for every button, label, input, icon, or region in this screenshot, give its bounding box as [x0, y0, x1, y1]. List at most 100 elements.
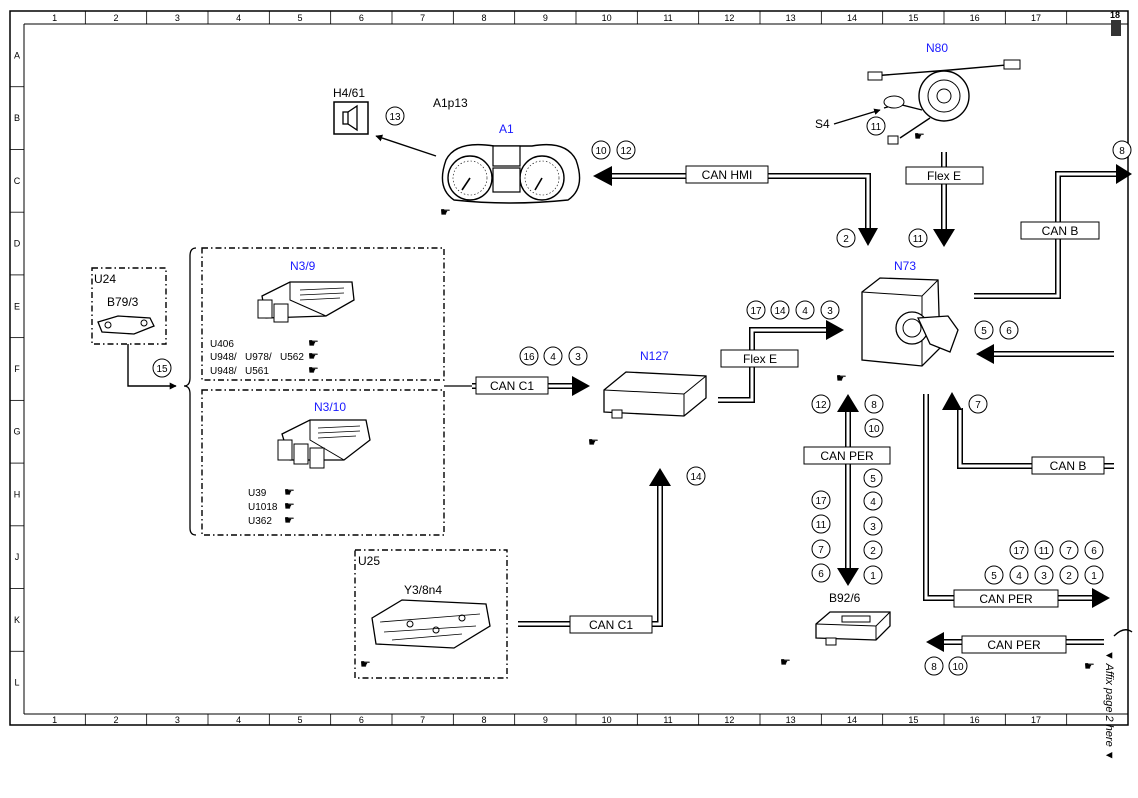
svg-text:2: 2 — [1066, 571, 1072, 582]
row-label: H — [14, 489, 21, 499]
column-label: 17 — [1031, 13, 1041, 23]
code-u978: U978/ — [245, 352, 272, 363]
info-hand-icon: ☛ — [284, 485, 295, 499]
can-per-bottom-label: CAN PER — [987, 638, 1041, 652]
column-label: 11 — [663, 715, 672, 725]
info-hand-icon: ☛ — [360, 657, 371, 671]
column-label: 10 — [602, 715, 612, 725]
svg-text:17: 17 — [1013, 546, 1025, 557]
u24-group-box — [91, 267, 167, 345]
code-u948-a: U948/ — [210, 352, 237, 363]
n73-label: N73 — [894, 259, 916, 273]
can-per-right-box — [953, 589, 1059, 608]
column-label: 13 — [786, 13, 796, 23]
row-label: K — [14, 615, 20, 625]
transmission-ecu-n3-10[interactable] — [277, 419, 371, 469]
info-hand-icon: ☛ — [836, 371, 847, 385]
svg-text:4: 4 — [1016, 571, 1022, 582]
column-label: 15 — [908, 13, 918, 23]
affix-page-note: ▼ Affix page 2 here ▼ — [1103, 650, 1115, 761]
group-brace — [183, 247, 197, 536]
svg-text:2: 2 — [843, 234, 849, 245]
column-label: 11 — [663, 13, 672, 23]
can-hmi-label: CAN HMI — [702, 168, 753, 182]
flex-e-arrow-down — [933, 229, 955, 247]
column-label: 8 — [481, 13, 486, 23]
svg-text:17: 17 — [815, 496, 827, 507]
column-label: 7 — [420, 13, 425, 23]
sensor-b79-3[interactable] — [97, 315, 155, 335]
can-b-right-box — [1020, 221, 1100, 240]
column-label: 7 — [420, 715, 425, 725]
flex-e-top-box — [905, 166, 984, 185]
u25-group-box — [354, 549, 508, 679]
column-label: 9 — [543, 13, 548, 23]
row-label: B — [14, 113, 20, 123]
powertrain-module-n127[interactable] — [603, 371, 707, 419]
svg-text:11: 11 — [871, 122, 882, 133]
code-u948-b: U948/ — [210, 366, 237, 377]
info-hand-icon: ☛ — [588, 435, 599, 449]
row-label: G — [13, 427, 20, 437]
row-label: C — [14, 176, 21, 186]
row-ticks — [10, 86, 24, 652]
n3-10-label: N3/10 — [314, 400, 346, 414]
column-ticks — [84, 11, 1068, 725]
svg-text:6: 6 — [1006, 326, 1012, 337]
column-label: 14 — [847, 13, 857, 23]
cluster-display — [492, 145, 521, 167]
instrument-cluster-a1[interactable]: A1p13 A1 — [433, 96, 581, 204]
s4-label: S4 — [815, 117, 830, 131]
svg-text:8: 8 — [1119, 146, 1125, 157]
row-label: J — [15, 552, 20, 562]
info-hand-icon: ☛ — [780, 655, 791, 669]
module-b92-6[interactable] — [815, 611, 891, 646]
column-label: 3 — [175, 715, 180, 725]
can-hmi-label-box — [685, 165, 769, 184]
svg-text:14: 14 — [774, 306, 786, 317]
row-label: L — [14, 678, 19, 688]
svg-text:8: 8 — [931, 662, 937, 673]
column-label: 8 — [481, 715, 486, 725]
can-hmi-line — [600, 173, 871, 228]
svg-text:3: 3 — [1041, 571, 1047, 582]
a1p13-label: A1p13 — [433, 96, 468, 110]
svg-text:2: 2 — [870, 546, 876, 557]
svg-text:1: 1 — [1091, 571, 1097, 582]
ignition-switch-n73[interactable] — [861, 277, 959, 367]
column-label: 1 — [52, 715, 57, 725]
valve-body-y3-8n4[interactable] — [371, 599, 491, 649]
column-label: 10 — [602, 13, 612, 23]
svg-text:10: 10 — [952, 662, 964, 673]
can-hmi-arrow-left — [593, 166, 612, 186]
svg-text:10: 10 — [868, 424, 880, 435]
info-hand-icon: ☛ — [308, 336, 319, 350]
info-hand-icon: ☛ — [914, 129, 925, 143]
column-label: 17 — [1031, 715, 1041, 725]
steering-module-n80[interactable]: N80 — [867, 41, 1021, 145]
can-c1-mid-box — [475, 376, 549, 395]
n127-label: N127 — [640, 349, 669, 363]
code-u406: U406 — [210, 339, 234, 350]
arrow-a1-to-h4 — [375, 134, 437, 157]
column-label: 6 — [359, 715, 364, 725]
n3-9-group-box — [201, 247, 445, 381]
column-label: 4 — [236, 715, 241, 725]
svg-text:4: 4 — [802, 306, 808, 317]
row-label: F — [14, 364, 20, 374]
svg-text:14: 14 — [690, 472, 702, 483]
flex-e-arrow-right — [826, 320, 844, 340]
column-label: 14 — [847, 715, 857, 725]
speaker-h4-61[interactable]: H4/61 — [333, 86, 369, 135]
flex-e-mid-box — [720, 349, 799, 368]
svg-text:16: 16 — [523, 352, 535, 363]
engine-ecu-n3-9[interactable] — [257, 281, 355, 323]
circle-13 — [385, 106, 405, 126]
page-tab-icon — [1111, 20, 1121, 36]
column-label: 5 — [297, 13, 302, 23]
can-per-mid-label: CAN PER — [820, 449, 874, 463]
can-per-bottom-box — [961, 635, 1067, 654]
svg-text:15: 15 — [156, 364, 168, 375]
